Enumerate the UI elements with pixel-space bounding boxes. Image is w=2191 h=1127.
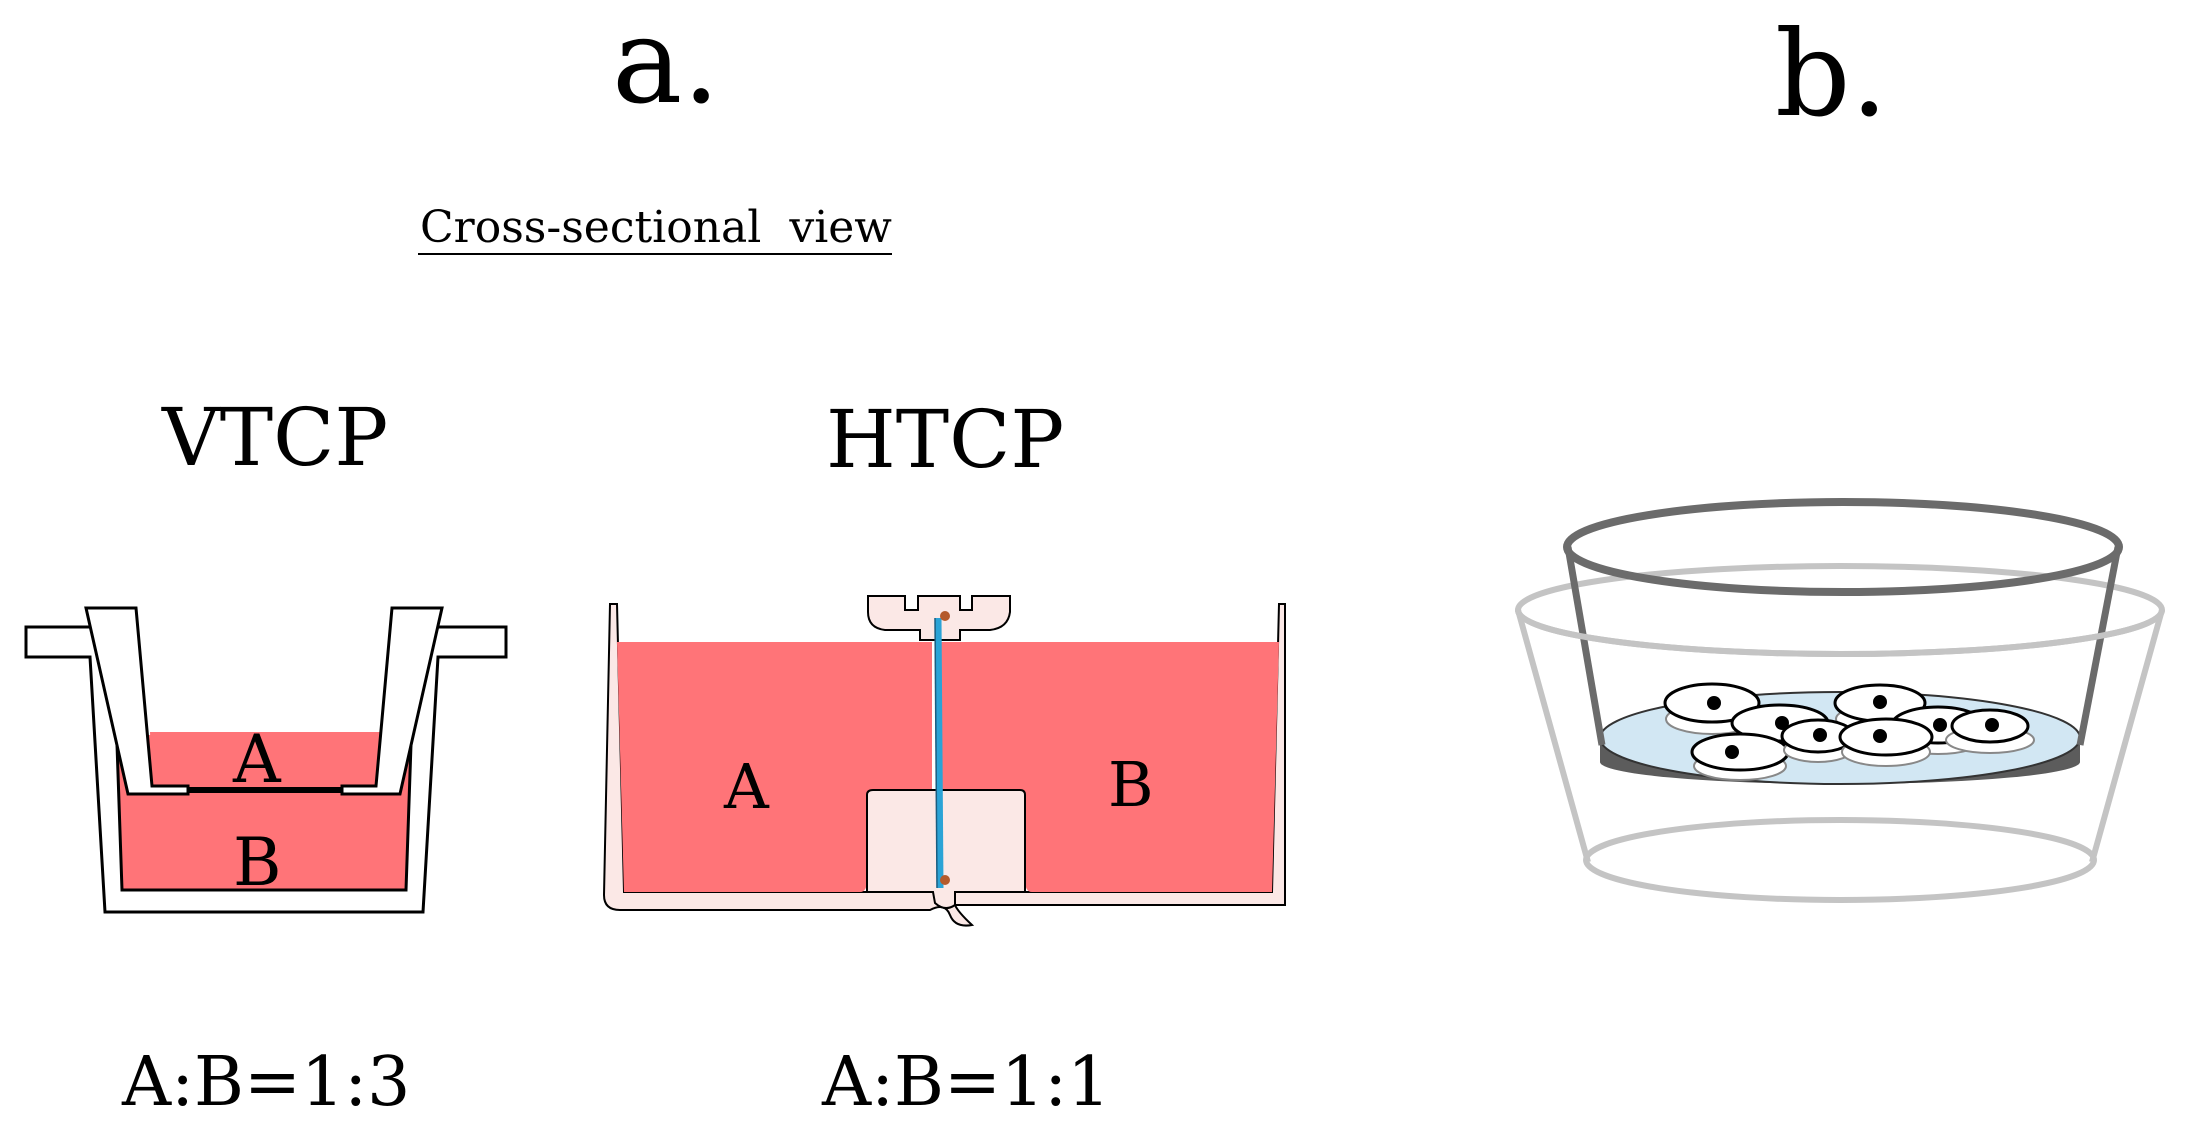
htcp-title: HTCP: [826, 393, 1064, 486]
vtcp-insert: [84, 606, 190, 796]
htcp-seal-top: [940, 611, 950, 621]
htcp-medium-b: [940, 642, 1279, 892]
panel-a-label: a.: [612, 0, 720, 130]
htcp-device: A B: [602, 595, 1286, 927]
insert-wall-left: [1564, 546, 1606, 746]
cross-section-subtitle: Cross-sectional view: [420, 202, 892, 253]
insert-wall-right: [2076, 546, 2122, 746]
vtcp-medium-a: [150, 732, 386, 786]
htcp-membrane: [934, 617, 944, 889]
htcp-ratio: A:B=1:1: [821, 1043, 1110, 1122]
htcp-label-a: A: [723, 750, 770, 823]
vtcp-label-a: A: [232, 721, 282, 798]
vtcp-device: A B: [24, 606, 508, 914]
vtcp-label-b: B: [233, 824, 282, 901]
vtcp-insert-right: [340, 606, 444, 796]
htcp-partition: [866, 789, 1026, 909]
vtcp-ratio: A:B=1:3: [121, 1043, 410, 1122]
htcp-label-b: B: [1108, 748, 1154, 821]
panel-b-label: b.: [1775, 5, 1888, 143]
vtcp-title: VTCP: [161, 391, 388, 484]
outer-dish-front: [1515, 609, 2165, 657]
outer-dish-wall-left: [1515, 609, 1591, 863]
htcp-membrane-edge: [934, 617, 938, 889]
cells: [1663, 682, 2035, 781]
culture-dish-illustration: [1515, 498, 2165, 903]
insert-rim: [1563, 498, 2123, 596]
outer-dish-bottom: [1583, 817, 2097, 903]
outer-dish-wall-right: [2089, 609, 2165, 863]
htcp-medium-a: [617, 642, 932, 892]
htcp-seal-bottom: [940, 875, 950, 885]
